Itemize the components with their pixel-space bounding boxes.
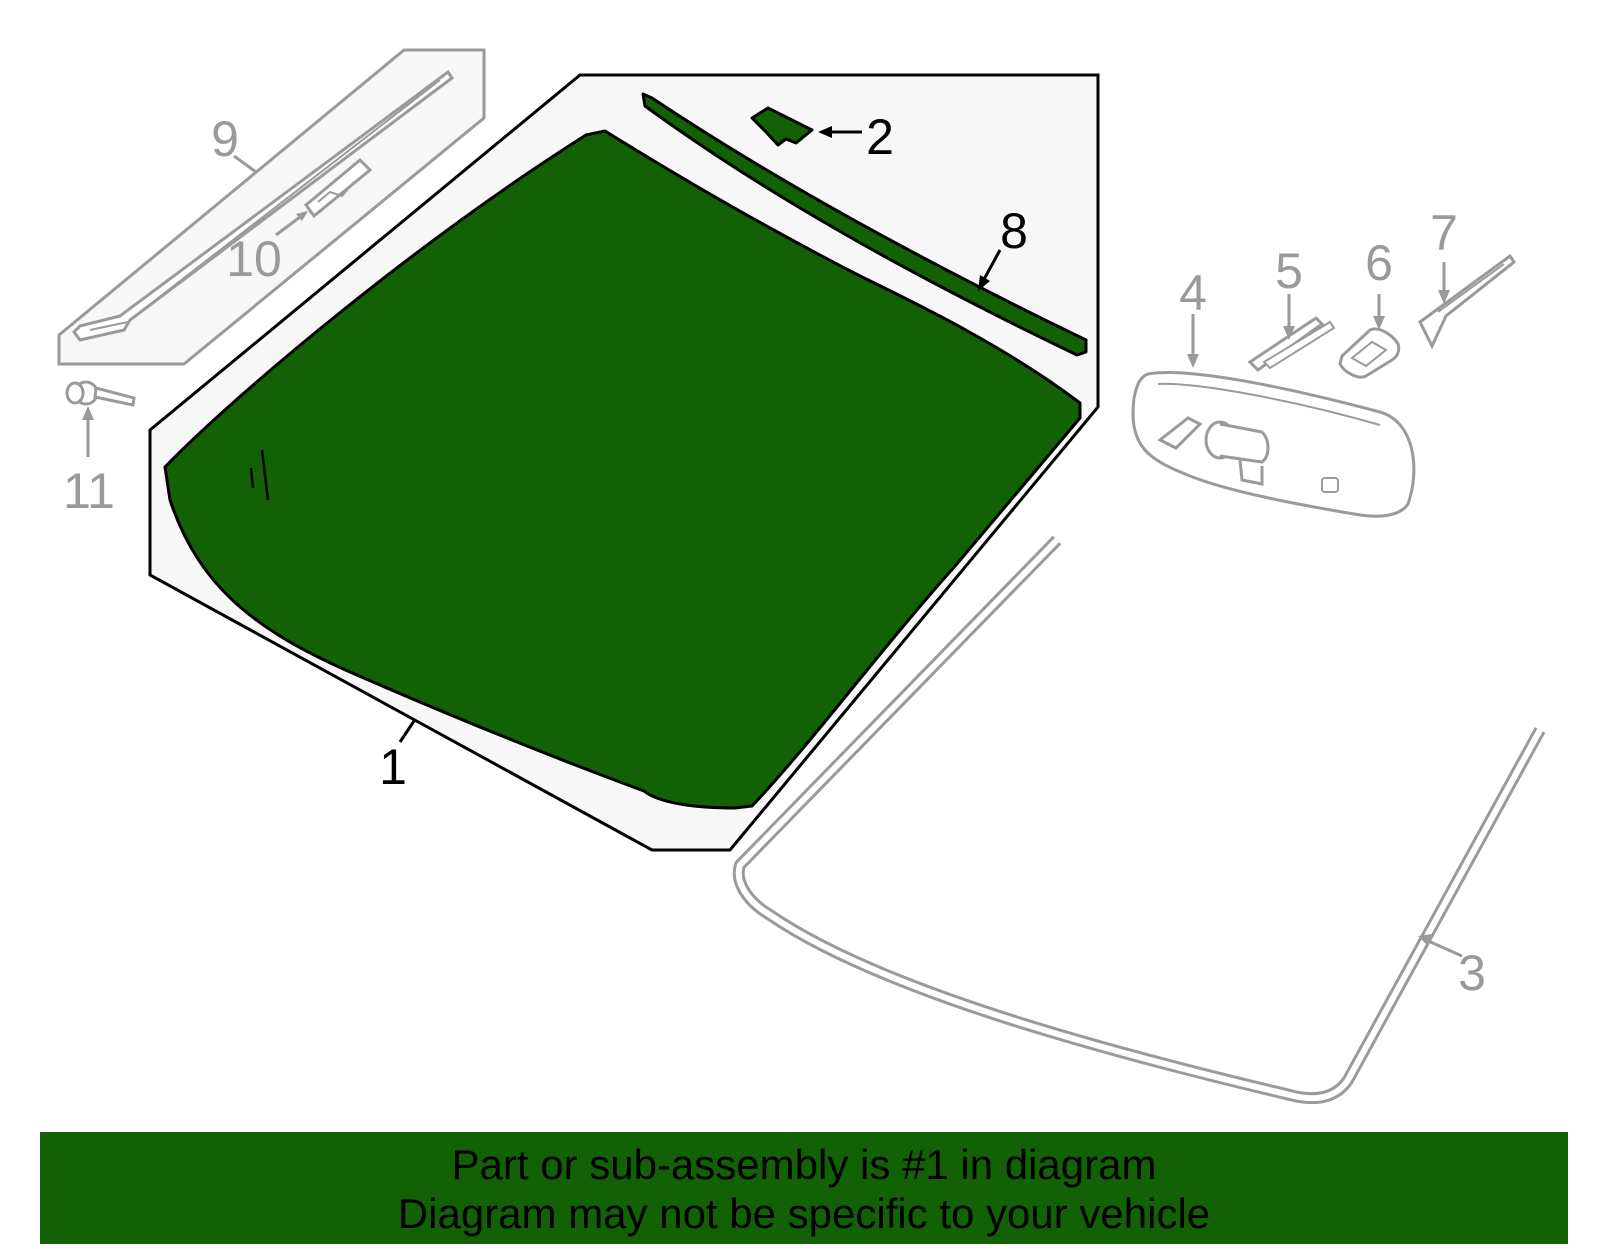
callout-9[interactable]: 9 <box>211 111 239 167</box>
part-6-sensor[interactable] <box>1338 294 1401 379</box>
banner-line-2: Diagram may not be specific to your vehi… <box>397 1190 1211 1237</box>
callout-6[interactable]: 6 <box>1365 235 1393 291</box>
callout-3[interactable]: 3 <box>1458 945 1486 1001</box>
callout-2[interactable]: 2 <box>866 109 894 165</box>
part-10-clip[interactable] <box>275 157 373 237</box>
callout-11[interactable]: 11 <box>63 463 115 519</box>
part-2-bracket[interactable] <box>750 106 862 147</box>
part-3-windshield-seal[interactable] <box>732 535 1546 1105</box>
part-4-rearview-mirror[interactable] <box>1131 314 1416 518</box>
part-9-pillar-moulding[interactable] <box>72 69 455 342</box>
callout-10[interactable]: 10 <box>226 231 282 287</box>
callout-8[interactable]: 8 <box>1000 203 1028 259</box>
callout-7[interactable]: 7 <box>1430 205 1458 261</box>
part-7-cover[interactable] <box>1418 253 1517 350</box>
part-8-upper-moulding[interactable] <box>641 92 1088 357</box>
part-1-windshield-glass[interactable] <box>163 129 1082 810</box>
callout-1[interactable]: 1 <box>379 739 407 795</box>
part-11-fastener[interactable] <box>65 380 136 457</box>
info-banner: Part or sub-assembly is #1 in diagram Di… <box>40 1132 1568 1244</box>
banner-line-1: Part or sub-assembly is #1 in diagram <box>451 1141 1157 1188</box>
callout-4[interactable]: 4 <box>1179 265 1207 321</box>
callout-5[interactable]: 5 <box>1275 243 1303 299</box>
part-5-wiring-clip[interactable] <box>1247 294 1336 372</box>
